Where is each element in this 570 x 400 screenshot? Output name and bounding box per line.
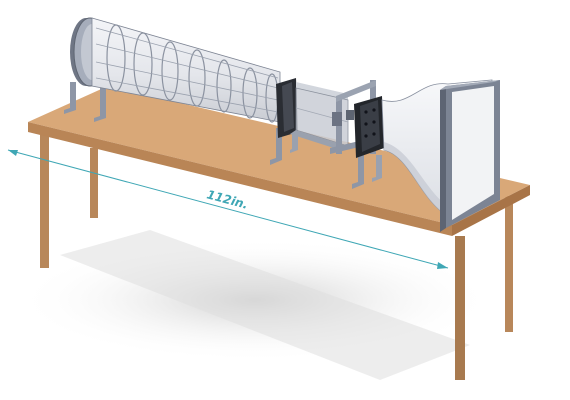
settling-stringers	[95, 27, 279, 113]
fan-plate-bolts	[364, 108, 376, 138]
dimension-line	[7, 149, 449, 269]
mount-block	[332, 112, 342, 126]
stand-left-front	[64, 82, 76, 114]
settling-chamber	[91, 17, 281, 123]
outlet-frame-top	[440, 80, 500, 90]
outlet-frame-inner	[452, 86, 494, 220]
stand-right	[352, 150, 364, 189]
dimension-arrow-right	[437, 262, 448, 269]
outlet-frame-lip	[440, 86, 446, 232]
test-section-top	[296, 82, 348, 100]
table-leg-front-right	[455, 236, 465, 380]
rib-ring	[106, 24, 126, 92]
rib-ring	[188, 49, 206, 107]
stand-right-b	[372, 155, 382, 182]
table-top-side-edge	[452, 185, 530, 236]
stand-mid-b	[290, 132, 298, 153]
table-top-front-edge	[28, 122, 452, 236]
table-leg-back-left	[90, 148, 98, 218]
mount-block	[346, 110, 354, 120]
table-legs	[40, 132, 513, 380]
settling-ribs	[106, 24, 279, 123]
test-section-floor	[290, 130, 348, 150]
dimension-label: 112in.	[205, 187, 249, 211]
rib-ring	[161, 41, 179, 101]
stand-left-back	[94, 88, 106, 122]
outlet-frame	[440, 80, 500, 232]
rib-ring	[216, 59, 232, 113]
rib-ring	[133, 32, 153, 96]
table-leg-back-right	[505, 196, 513, 332]
dimension-arrow-left	[8, 150, 18, 156]
floor-shadow-band	[60, 230, 470, 380]
fan-plate-face	[360, 100, 380, 152]
frame-bar	[336, 80, 376, 102]
table-leg-front-left	[40, 132, 49, 268]
contraction-flange	[276, 78, 298, 138]
diffuser-shade	[384, 142, 448, 216]
flange-plate-edge	[282, 82, 294, 132]
fan-plate	[354, 96, 384, 158]
